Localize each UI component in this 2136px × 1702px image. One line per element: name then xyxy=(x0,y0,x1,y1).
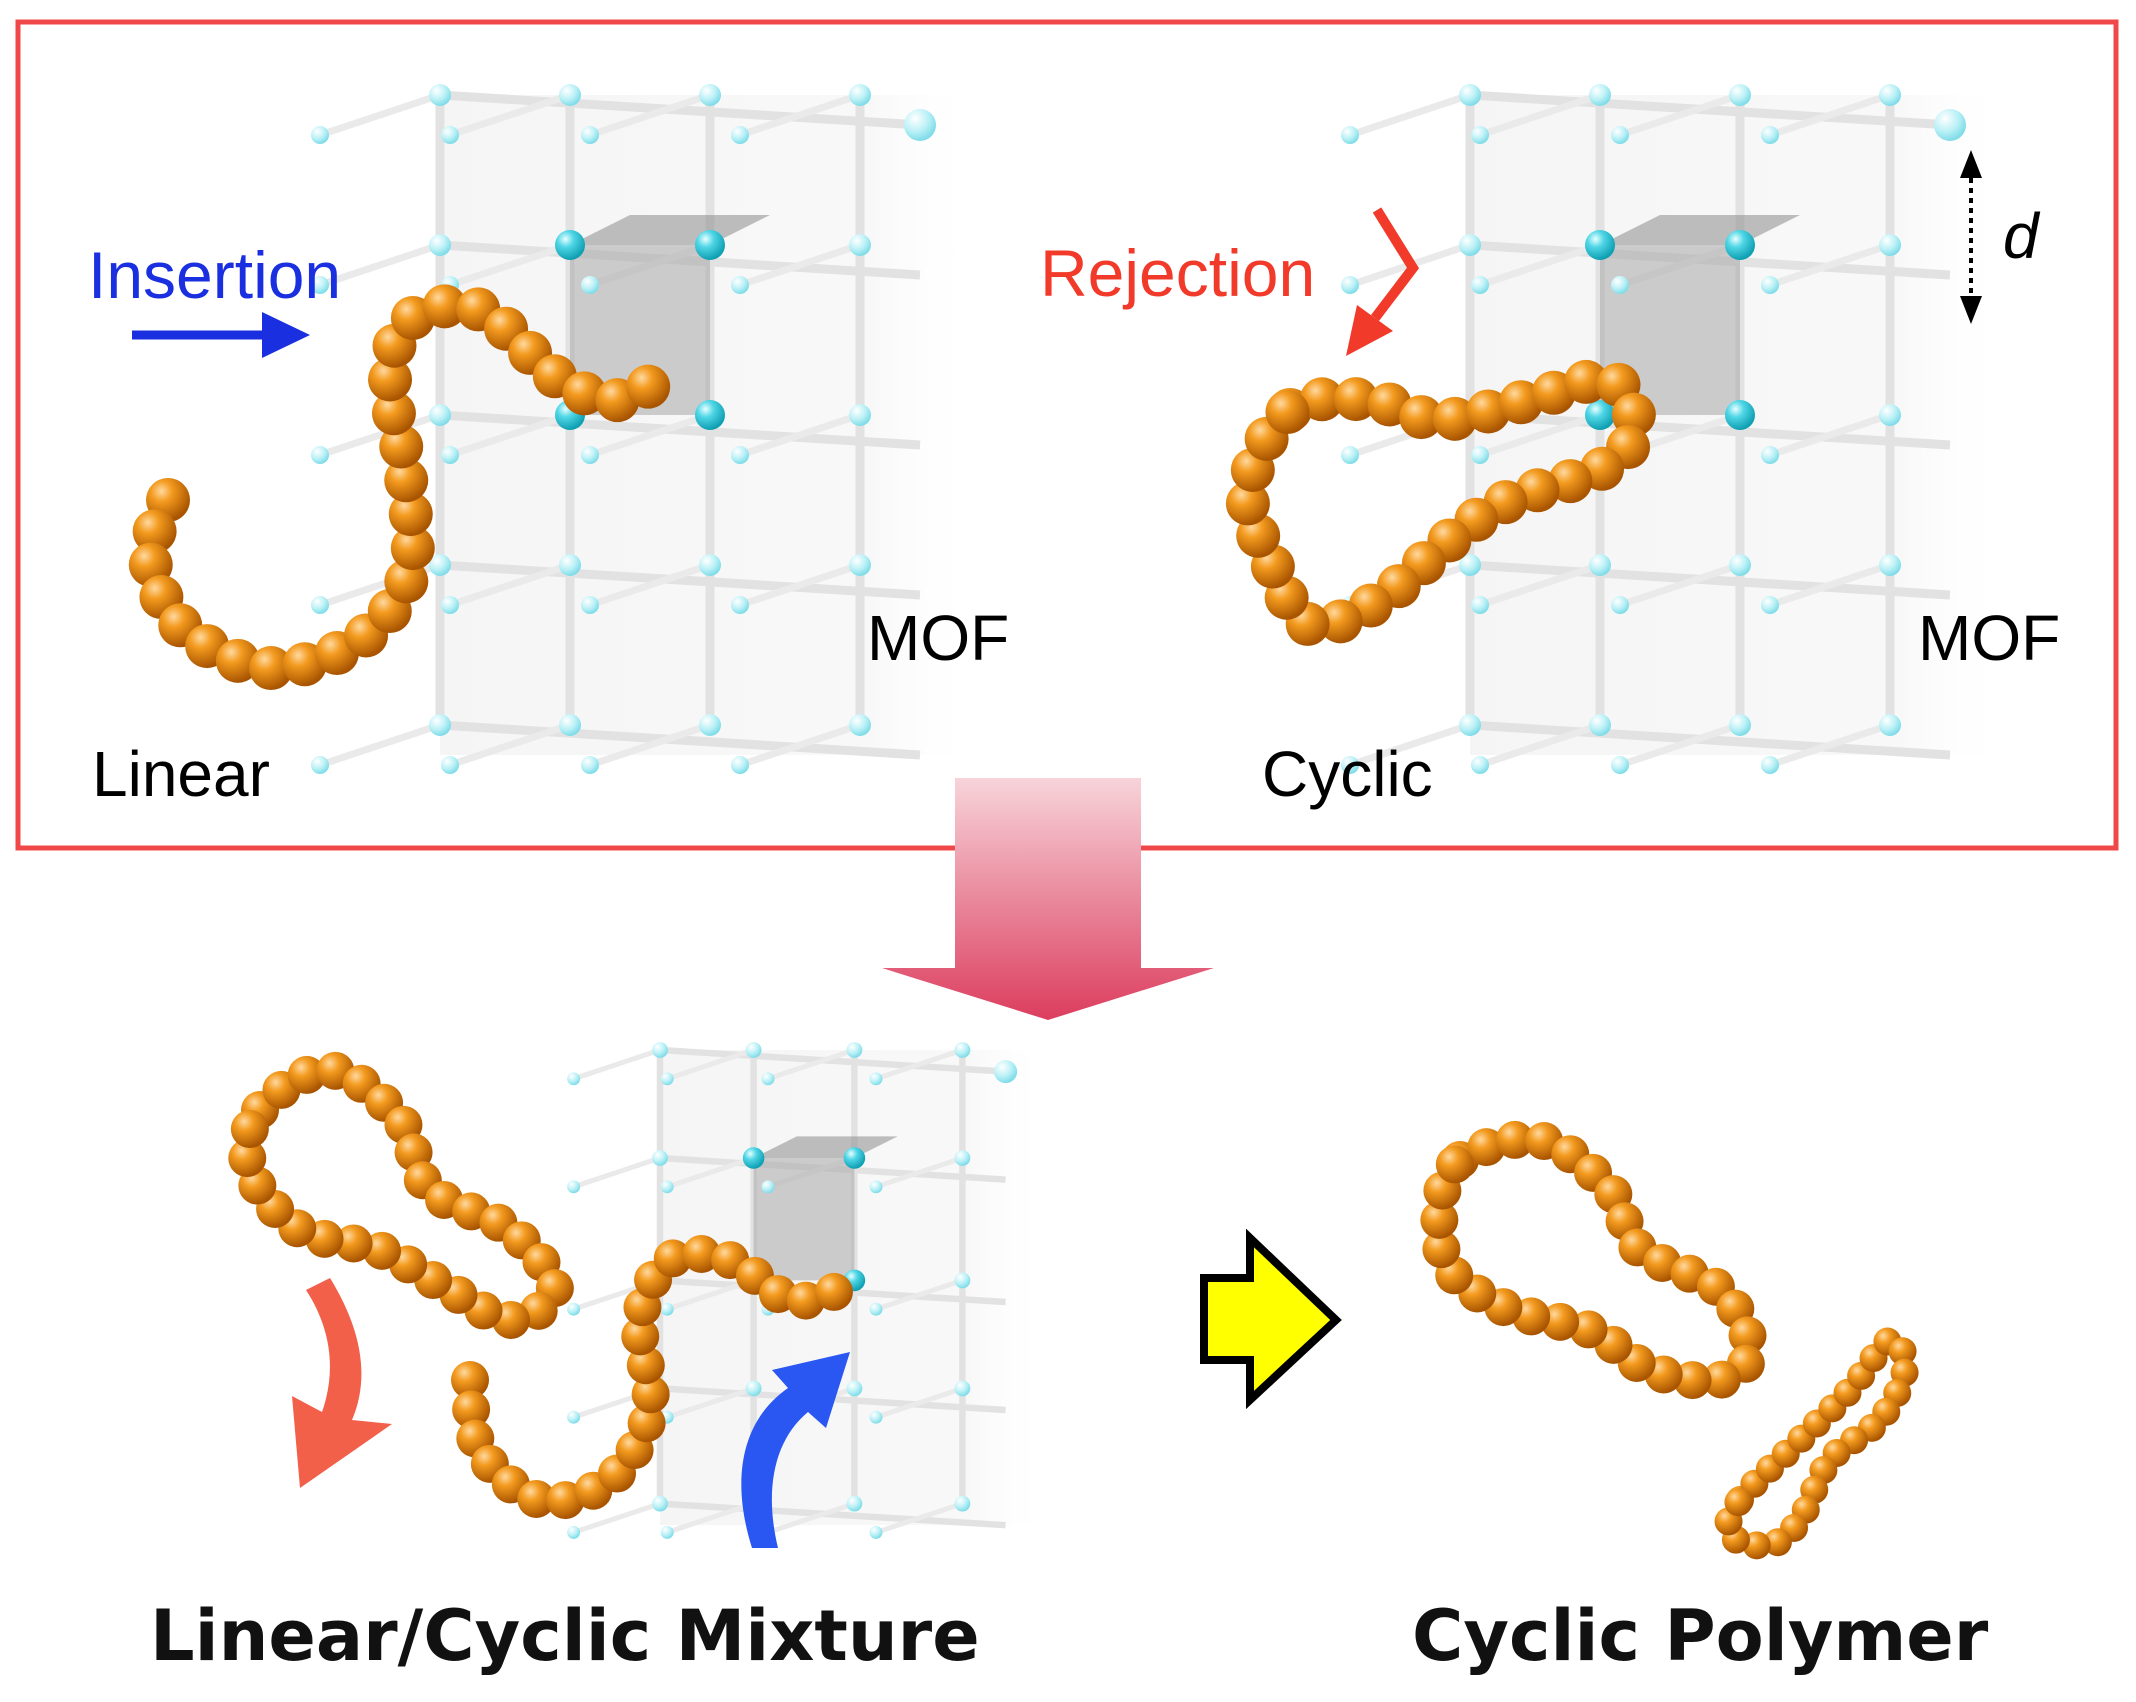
mof-label-right: MOF xyxy=(1918,602,2060,674)
distance-label: d xyxy=(2003,200,2041,272)
mof-lattice-right xyxy=(1341,84,2010,774)
curved-rejection-arrow-icon xyxy=(292,1278,392,1488)
mof-label-left: MOF xyxy=(867,602,1009,674)
cyclic-label: Cyclic xyxy=(1262,738,1433,810)
product-cyclic-polymer-small xyxy=(1714,1327,1919,1560)
linear-polymer-chain xyxy=(128,284,671,691)
linear-label: Linear xyxy=(92,738,270,810)
cyclic-polymer-chain xyxy=(1225,359,1656,646)
product-cyclic-polymer-large xyxy=(1420,1120,1767,1400)
product-caption: Cyclic Polymer xyxy=(1412,1595,1989,1677)
insertion-arrow-icon xyxy=(132,312,310,358)
rejection-label: Rejection xyxy=(1040,236,1315,310)
mixture-linear-polymer-chain xyxy=(451,1234,853,1520)
transition-down-arrow-icon xyxy=(882,778,1214,1020)
rejection-bent-arrow-icon xyxy=(1346,207,1420,356)
mixture-cyclic-polymer-chain xyxy=(228,1051,574,1339)
curved-insertion-arrow-icon xyxy=(741,1352,850,1548)
mof-lattice-left xyxy=(311,84,980,774)
distance-double-headed-arrow-icon xyxy=(1960,150,1982,324)
result-right-arrow-icon xyxy=(1200,1228,1342,1410)
insertion-label: Insertion xyxy=(88,238,341,312)
mixture-caption: Linear/Cyclic Mixture xyxy=(150,1595,980,1677)
